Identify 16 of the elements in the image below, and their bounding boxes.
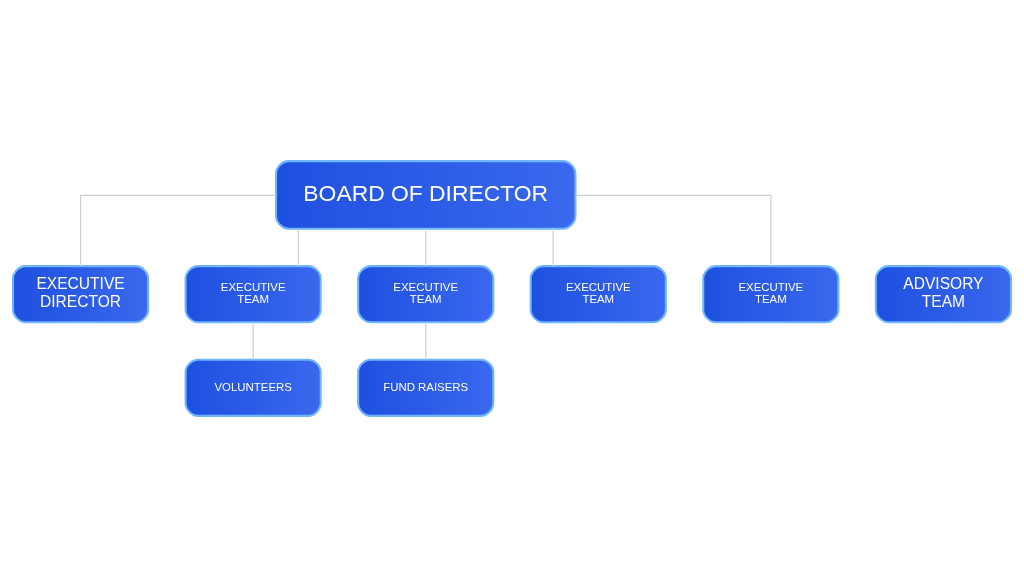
connector [425, 321, 427, 360]
node-box: EXECUTIVE TEAM [529, 264, 667, 323]
connector [297, 227, 299, 267]
connector [574, 194, 772, 267]
connector [425, 227, 427, 267]
node-box: FUND RAISERS [357, 358, 495, 417]
node-box: VOLUNTEERS [184, 358, 322, 417]
node-box: ADVISORY TEAM [874, 264, 1012, 323]
connector [79, 194, 277, 267]
node-box: EXECUTIVE DIRECTOR [12, 264, 150, 323]
connector [252, 321, 254, 360]
connector [552, 227, 554, 267]
node-box: EXECUTIVE TEAM [702, 264, 840, 323]
node-box: EXECUTIVE TEAM [184, 264, 322, 323]
node-box: EXECUTIVE TEAM [357, 264, 495, 323]
node-box: BOARD OF DIRECTOR [275, 159, 577, 230]
